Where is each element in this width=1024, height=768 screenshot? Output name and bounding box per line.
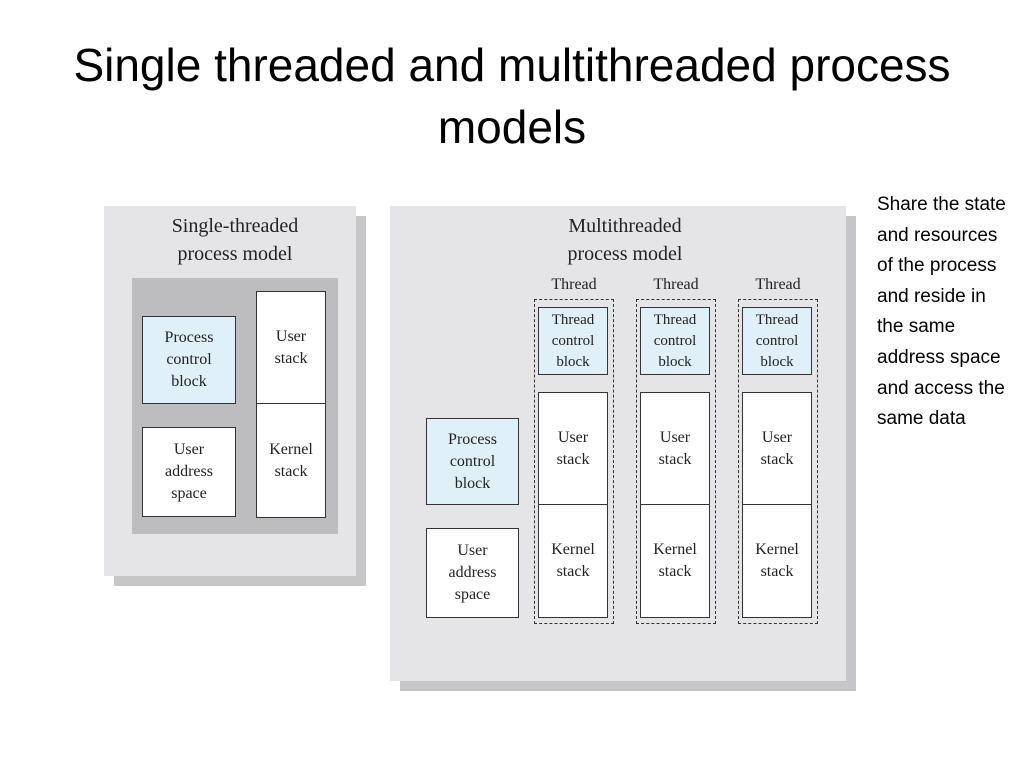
thread-kernel-stack: Kernel stack xyxy=(538,504,608,618)
thread-dashed-border xyxy=(534,299,614,624)
thread-control-block: Thread control block xyxy=(538,307,608,375)
slide-title: Single threaded and multithreaded proces… xyxy=(73,39,951,153)
thread-label: Thread xyxy=(551,276,597,293)
multi-panel-title: Multithreaded process model xyxy=(567,215,683,265)
thread-label: Thread xyxy=(653,276,699,293)
single-process-control-block: Process control block xyxy=(142,316,236,404)
single-user-stack: User stack xyxy=(256,291,326,404)
thread-label: Thread xyxy=(755,276,801,293)
thread-stack-column: User stack Kernel stack xyxy=(640,392,710,618)
thread-kernel-stack: Kernel stack xyxy=(640,504,710,618)
single-user-address-space: User address space xyxy=(142,427,236,517)
thread-dashed-border xyxy=(738,299,818,624)
thread-user-stack: User stack xyxy=(742,392,812,505)
thread-control-block: Thread control block xyxy=(742,307,812,375)
thread-stack-column: User stack Kernel stack xyxy=(538,392,608,618)
thread-dashed-border xyxy=(636,299,716,624)
thread-user-stack: User stack xyxy=(640,392,710,505)
single-panel-title: Single-threaded process model xyxy=(171,215,299,265)
thread-control-block: Thread control block xyxy=(640,307,710,375)
side-note: Share the state and resources of the pro… xyxy=(877,194,1006,430)
thread-stack-column: User stack Kernel stack xyxy=(742,392,812,618)
single-stack-column: User stack Kernel stack xyxy=(256,291,326,518)
multi-process-control-block: Process control block xyxy=(426,418,519,505)
multi-user-address-space: User address space xyxy=(426,528,519,618)
thread-user-stack: User stack xyxy=(538,392,608,505)
thread-kernel-stack: Kernel stack xyxy=(742,504,812,618)
single-kernel-stack: Kernel stack xyxy=(256,403,326,518)
